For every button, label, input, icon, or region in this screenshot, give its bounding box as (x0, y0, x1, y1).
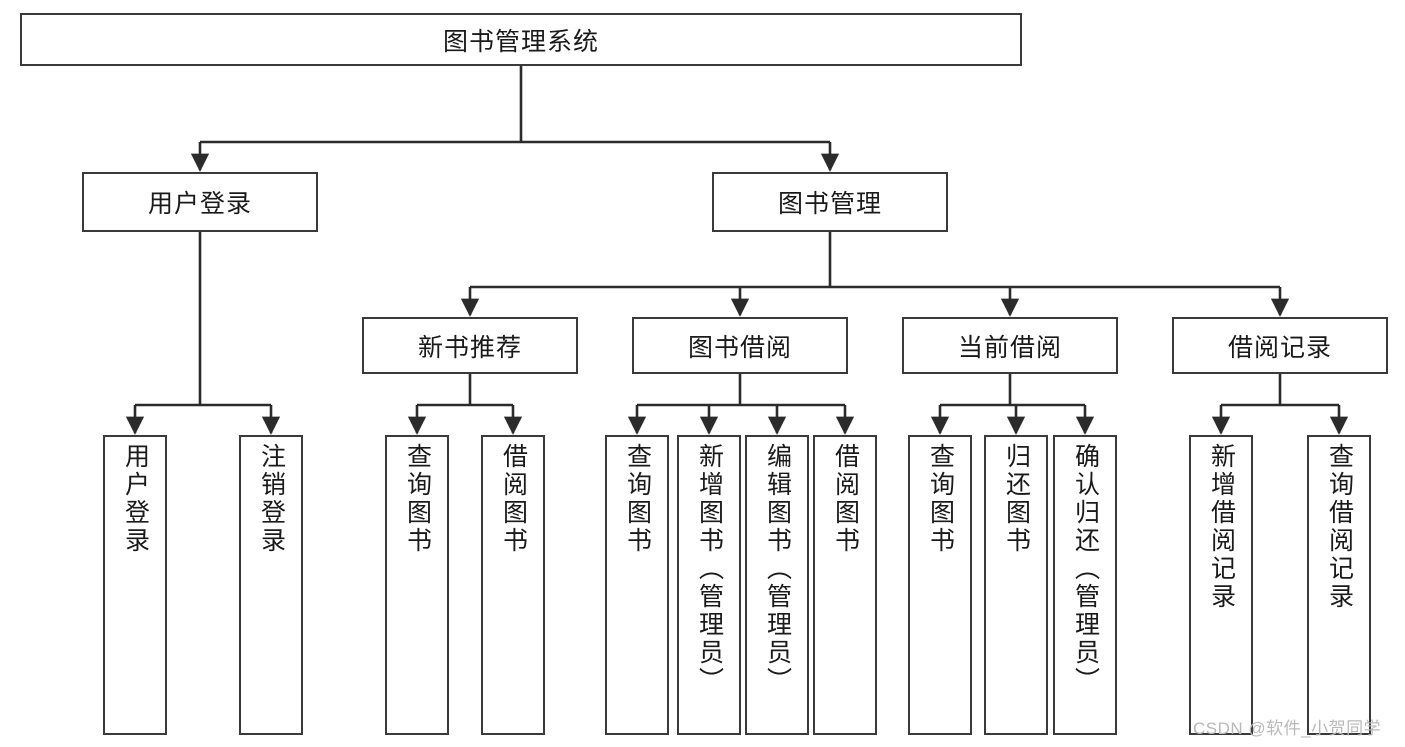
node-leaf-query-book-1[interactable]: 查询图书 (385, 435, 449, 735)
node-label: 借阅图书 (499, 443, 528, 555)
watermark-label: CSDN @软件_小贺同学 (1193, 719, 1382, 738)
node-label: 借阅记录 (1227, 333, 1332, 362)
node-label: 新增借阅记录 (1207, 443, 1236, 611)
node-leaf-user-logout[interactable]: 注销登录 (239, 435, 303, 735)
node-leaf-add-record[interactable]: 新增借阅记录 (1189, 435, 1253, 735)
node-label: 图书借阅 (687, 333, 792, 362)
node-book-borrow[interactable]: 图书借阅 (632, 317, 848, 374)
node-label: 当前借阅 (957, 333, 1062, 362)
node-label: 查询图书 (623, 443, 652, 555)
node-new-book-rec[interactable]: 新书推荐 (362, 317, 578, 374)
node-label: 查询图书 (926, 443, 955, 555)
node-label: 归还图书 (1002, 443, 1031, 555)
node-label: 新增图书（管理员） (695, 443, 724, 695)
node-label: 注销登录 (257, 443, 286, 555)
node-leaf-borrow-book-1[interactable]: 借阅图书 (481, 435, 545, 735)
node-label: 确认归还（管理员） (1071, 443, 1100, 695)
node-label: 图书管理系统 (442, 27, 599, 56)
node-label: 查询借阅记录 (1325, 443, 1354, 611)
node-root[interactable]: 图书管理系统 (20, 13, 1022, 66)
node-label: 编辑图书（管理员） (763, 443, 792, 695)
node-label: 用户登录 (121, 443, 150, 555)
node-leaf-borrow-book-2[interactable]: 借阅图书 (813, 435, 877, 735)
node-leaf-user-login[interactable]: 用户登录 (103, 435, 167, 735)
node-current-borrow[interactable]: 当前借阅 (902, 317, 1118, 374)
node-label: 查询图书 (403, 443, 432, 555)
node-label: 借阅图书 (831, 443, 860, 555)
node-user-login[interactable]: 用户登录 (82, 172, 318, 232)
node-leaf-query-book-2[interactable]: 查询图书 (605, 435, 669, 735)
node-book-manage[interactable]: 图书管理 (712, 172, 948, 232)
node-leaf-add-book[interactable]: 新增图书（管理员） (677, 435, 741, 735)
node-borrow-records[interactable]: 借阅记录 (1172, 317, 1388, 374)
node-label: 新书推荐 (417, 333, 522, 362)
node-leaf-edit-book[interactable]: 编辑图书（管理员） (745, 435, 809, 735)
node-leaf-confirm-return[interactable]: 确认归还（管理员） (1053, 435, 1117, 735)
node-leaf-query-record[interactable]: 查询借阅记录 (1307, 435, 1371, 735)
node-leaf-return-book[interactable]: 归还图书 (984, 435, 1048, 735)
node-label: 用户登录 (147, 190, 252, 218)
node-leaf-query-book-3[interactable]: 查询图书 (908, 435, 972, 735)
node-label: 图书管理 (777, 190, 882, 218)
